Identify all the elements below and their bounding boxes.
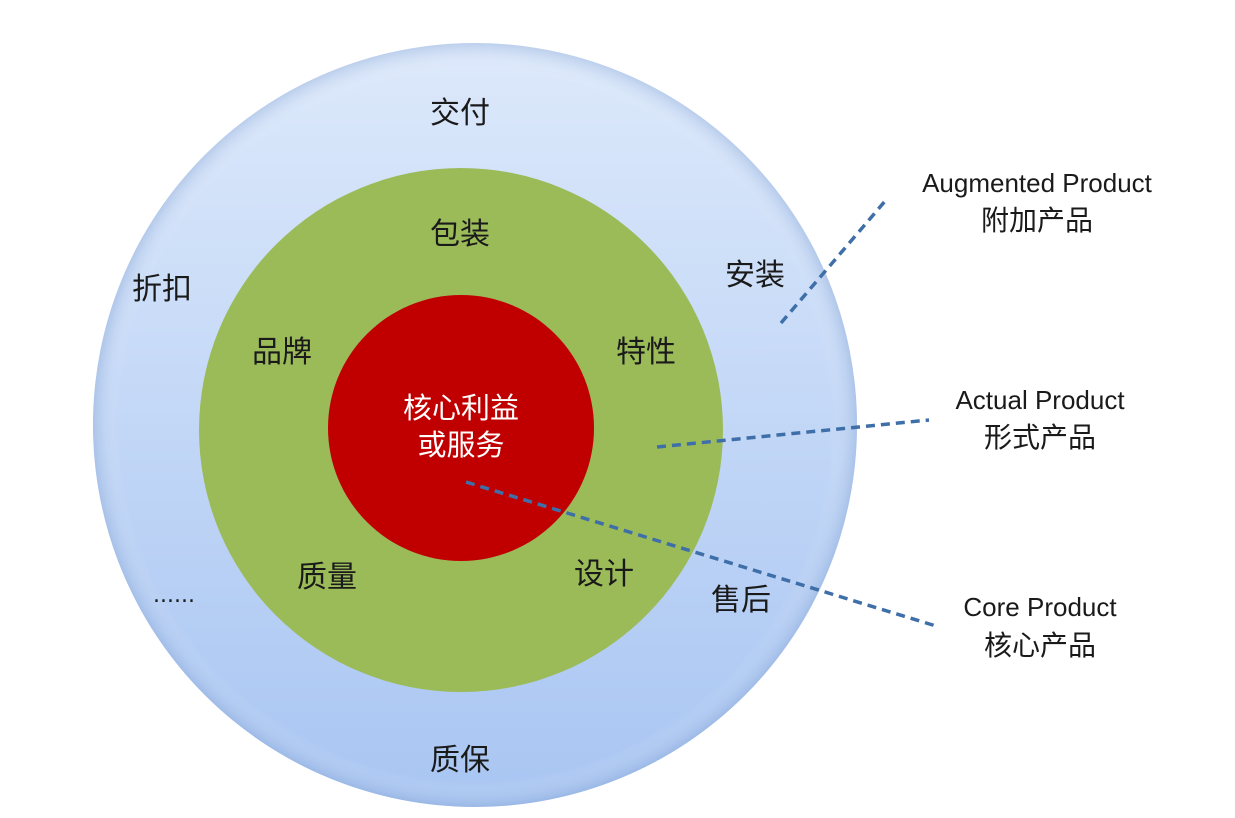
core-circle-core-product [328,295,594,561]
core-label-line2: 或服务 [417,428,504,462]
middle-label-design: 设计 [574,557,634,592]
middle-label-quality: 质量 [297,560,357,595]
callout-augmented-en: Augmented Product [922,168,1153,198]
leader-line-core [465,480,937,628]
middle-label-brand: 品牌 [252,335,312,370]
outer-label-warranty: 质保 [430,743,490,778]
middle-label-features: 特性 [616,335,676,370]
outer-label-discount: 折扣 [132,272,192,307]
outer-label-ellipsis: ...... [153,583,195,608]
outer-label-installation: 安装 [725,258,785,293]
callout-augmented-zh: 附加产品 [981,204,1093,237]
leader-line-actual [656,418,930,449]
callout-actual-en: Actual Product [955,385,1125,415]
callout-core-zh: 核心产品 [984,629,1096,662]
core-label-line1: 核心利益 [403,391,519,425]
middle-label-packaging: 包装 [430,217,490,252]
outer-label-delivery: 交付 [430,96,490,131]
callout-core-en: Core Product [963,592,1117,622]
leader-line-augmented [779,198,888,325]
callout-actual-zh: 形式产品 [984,421,1096,454]
outer-label-after-sales: 售后 [711,583,771,618]
